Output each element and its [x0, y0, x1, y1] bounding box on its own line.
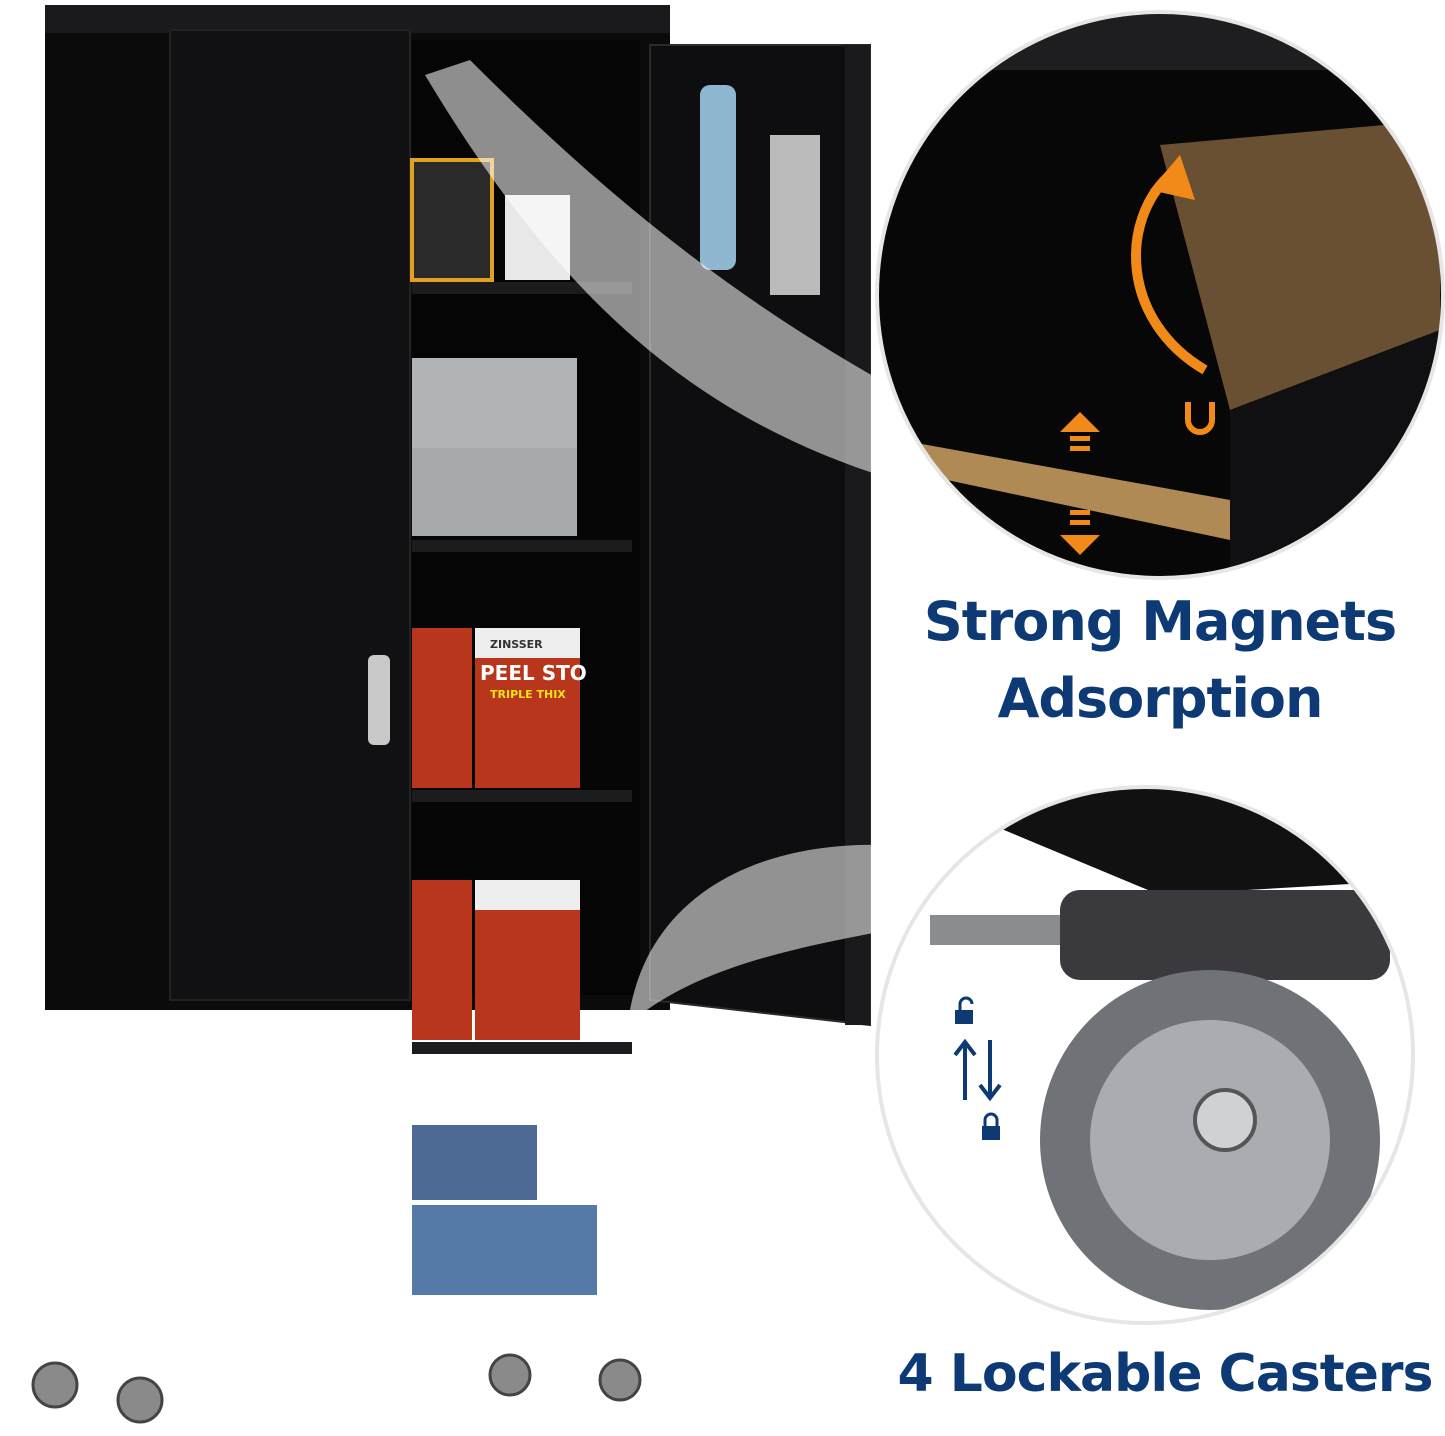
magnifier-swoosh: [630, 844, 890, 1015]
feature-subtitle-magnets: Adsorption: [997, 667, 1324, 730]
arrow-down-icon: [1060, 535, 1100, 555]
unlock-icon: [955, 1010, 973, 1024]
magnifier-swoosh: [425, 60, 930, 490]
casters: [31, 1353, 642, 1424]
toolbox-blue: [412, 1125, 537, 1200]
feature-title-casters: 4 Lockable Casters: [897, 1344, 1434, 1404]
feature-title-magnets: Strong Magnets: [923, 590, 1397, 653]
storage-bin: [412, 358, 577, 448]
caster-detail-circle: [877, 787, 1413, 1323]
lock-icon: [982, 1126, 1000, 1140]
arrow-up-icon: [1060, 412, 1100, 432]
left-door: [169, 29, 411, 1001]
magnet-detail-circle: [877, 12, 1443, 578]
door-handle: [368, 655, 390, 745]
arrow-head-icon: [1150, 155, 1195, 200]
toolbox-blue: [412, 1205, 597, 1295]
cabinet-top-edge: [45, 5, 670, 33]
storage-bin: [412, 448, 577, 536]
can-brand: ZINSSER: [490, 638, 543, 651]
shelves: [412, 282, 632, 1054]
magnet-icon: [1185, 402, 1215, 435]
lock-indicator: [953, 996, 1002, 1140]
hex-keys: [770, 135, 820, 295]
curved-arrow-icon: [1131, 171, 1208, 375]
can-subline: TRIPLE THIX: [490, 688, 566, 701]
up-down-arrows-icon: [953, 1038, 1002, 1102]
paint-can: [412, 628, 580, 1040]
tool-box-yellow: [410, 158, 494, 282]
can-product: PEEL STO: [480, 661, 587, 685]
pliers: [700, 85, 736, 270]
